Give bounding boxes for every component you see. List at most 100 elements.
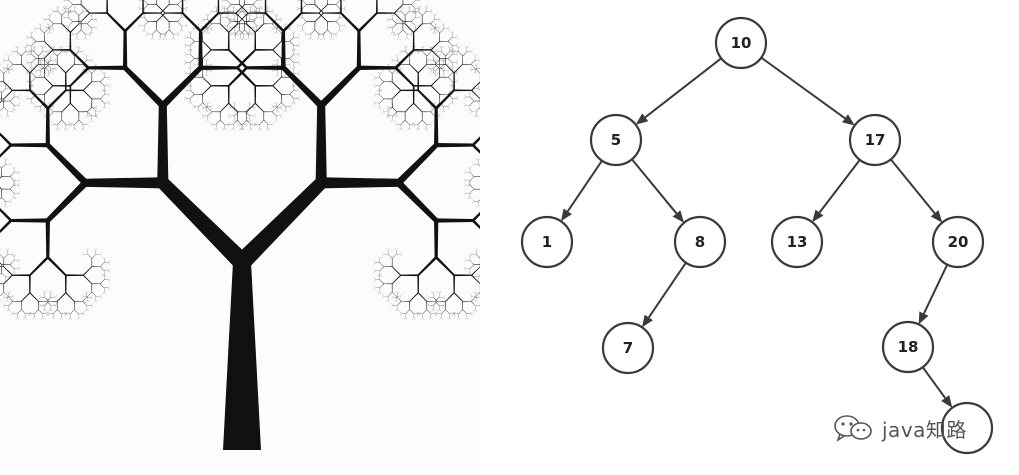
branch xyxy=(100,81,105,86)
branch xyxy=(239,21,240,30)
branch xyxy=(44,309,47,312)
branch xyxy=(13,184,17,187)
branch xyxy=(168,0,170,5)
branch xyxy=(46,89,67,110)
branch xyxy=(392,19,397,24)
branch xyxy=(281,76,290,78)
branch xyxy=(54,295,57,298)
node-circle xyxy=(673,215,727,269)
branch xyxy=(421,111,423,121)
branch xyxy=(401,301,410,302)
branch xyxy=(244,21,253,22)
branch xyxy=(411,17,416,22)
branch xyxy=(456,73,459,76)
branch xyxy=(74,309,79,314)
branch xyxy=(72,128,75,131)
branch xyxy=(238,37,241,40)
branch xyxy=(108,77,111,80)
branch xyxy=(3,283,5,293)
branch xyxy=(314,0,316,5)
branch xyxy=(80,128,84,131)
branch xyxy=(387,69,393,74)
branch xyxy=(51,45,54,48)
branch xyxy=(400,128,404,131)
branch xyxy=(0,144,12,158)
branch xyxy=(409,5,412,8)
branch xyxy=(42,54,45,57)
branch xyxy=(190,85,193,88)
branch xyxy=(54,303,57,306)
branch xyxy=(391,66,394,69)
branch xyxy=(399,128,402,131)
branch xyxy=(438,19,441,22)
branch xyxy=(61,111,63,121)
branch xyxy=(405,317,408,320)
branch xyxy=(265,128,268,131)
branch xyxy=(95,115,98,118)
branch xyxy=(194,41,203,42)
branch xyxy=(377,274,380,277)
branch xyxy=(46,143,88,186)
branch xyxy=(436,218,473,223)
branch xyxy=(181,29,184,32)
branch xyxy=(413,11,416,14)
branch xyxy=(396,180,438,223)
branch xyxy=(44,28,49,34)
branch xyxy=(138,15,141,18)
branch xyxy=(3,266,13,276)
branch xyxy=(304,33,307,37)
branch xyxy=(291,67,294,70)
branch xyxy=(68,29,71,32)
branch xyxy=(38,63,47,65)
branch xyxy=(25,79,28,82)
branch xyxy=(395,122,398,125)
branch xyxy=(0,219,12,234)
arrow-head-n8 xyxy=(672,210,685,223)
branch xyxy=(404,102,415,113)
branch xyxy=(11,51,14,54)
branch xyxy=(335,32,338,35)
branch xyxy=(184,81,187,84)
branch xyxy=(9,162,12,165)
branch xyxy=(102,291,105,294)
branch xyxy=(89,12,108,14)
branch xyxy=(382,69,385,72)
fractal-tree-panel xyxy=(0,0,480,475)
branch xyxy=(456,45,459,48)
branch xyxy=(95,63,98,66)
branch xyxy=(476,69,480,74)
branch xyxy=(190,58,195,63)
branch xyxy=(395,124,398,127)
branch xyxy=(54,66,57,69)
branch xyxy=(12,254,15,257)
branch xyxy=(31,102,34,105)
branch xyxy=(44,64,49,70)
node-circle xyxy=(601,321,655,375)
branch xyxy=(21,292,31,302)
edge-n18-n19 xyxy=(921,366,947,399)
branch xyxy=(471,89,480,100)
branch xyxy=(447,317,450,320)
branch xyxy=(207,107,212,112)
branch xyxy=(56,55,58,65)
branch xyxy=(29,311,32,314)
branch xyxy=(469,260,475,265)
branch xyxy=(433,301,438,306)
branch xyxy=(32,45,35,48)
branch xyxy=(452,313,455,316)
branch xyxy=(142,12,145,15)
branch xyxy=(0,254,4,259)
branch xyxy=(280,105,283,108)
branch xyxy=(65,292,75,302)
branch xyxy=(55,128,58,131)
branch xyxy=(177,0,182,5)
branch xyxy=(240,128,243,131)
branch xyxy=(443,303,446,306)
branch xyxy=(453,275,455,293)
branch xyxy=(469,179,472,182)
branch xyxy=(379,291,382,294)
branch xyxy=(271,9,274,12)
branch xyxy=(158,178,249,269)
branch xyxy=(143,17,149,22)
branch xyxy=(397,64,402,69)
